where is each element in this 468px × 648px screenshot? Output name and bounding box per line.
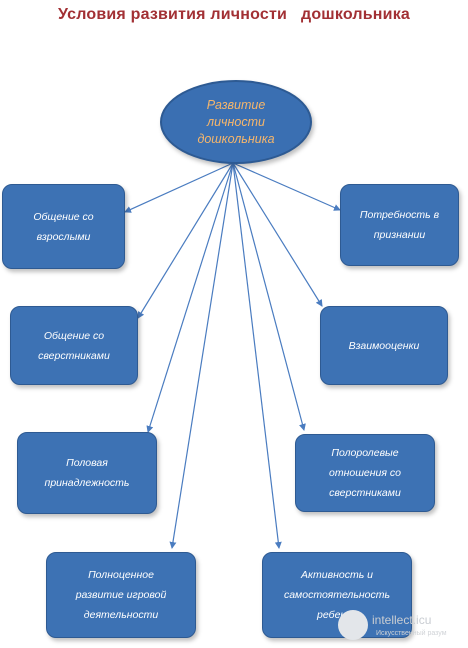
node-gender-identity: Половая принадлежность: [17, 432, 157, 514]
watermark-logo-icon: [338, 610, 368, 640]
center-node-label: Развитие личности дошкольника: [197, 97, 275, 146]
node-label: Потребность в признании: [359, 209, 440, 241]
node-communication-peers: Общение со сверстниками: [10, 306, 138, 385]
node-communication-adults: Общение со взрослыми: [2, 184, 125, 269]
watermark-subtext: Искусственный разум: [376, 630, 447, 637]
node-play-activity: Полноценное развитие игровой деятельност…: [46, 552, 196, 638]
node-label: Полноценное развитие игровой деятельност…: [75, 569, 167, 621]
node-label: Полоролевые отношения со сверстниками: [329, 447, 401, 499]
node-label: Общение со взрослыми: [33, 210, 94, 243]
node-gender-role-relations: Полоролевые отношения со сверстниками: [295, 434, 435, 512]
node-label: Взаимооценки: [348, 339, 420, 352]
watermark-text: intellect.icu: [372, 613, 432, 627]
arrow-to-communication-peers: [137, 162, 234, 319]
node-need-recognition: Потребность в признании: [340, 184, 459, 266]
arrow-to-gender-identity: [146, 162, 234, 433]
node-label: Половая принадлежность: [44, 457, 130, 489]
arrow-to-gender-role-relations: [232, 162, 306, 431]
arrow-to-play-activity: [169, 162, 234, 549]
arrow-to-communication-adults: [124, 162, 234, 213]
node-label: Общение со сверстниками: [38, 329, 110, 362]
node-mutual-evaluation: Взаимооценки: [320, 306, 448, 385]
arrow-to-mutual-evaluation: [232, 162, 323, 307]
node-activity-independence: Активность и самостоятельность ребенка: [262, 552, 412, 638]
watermark: intellect.icu Искусственный разум: [336, 606, 468, 646]
center-node: Развитие личности дошкольника: [160, 80, 312, 164]
arrow-to-activity-independence: [232, 162, 282, 549]
page-title: Условия развития личности дошкольника: [57, 6, 411, 23]
arrow-to-need-recognition: [232, 162, 341, 211]
